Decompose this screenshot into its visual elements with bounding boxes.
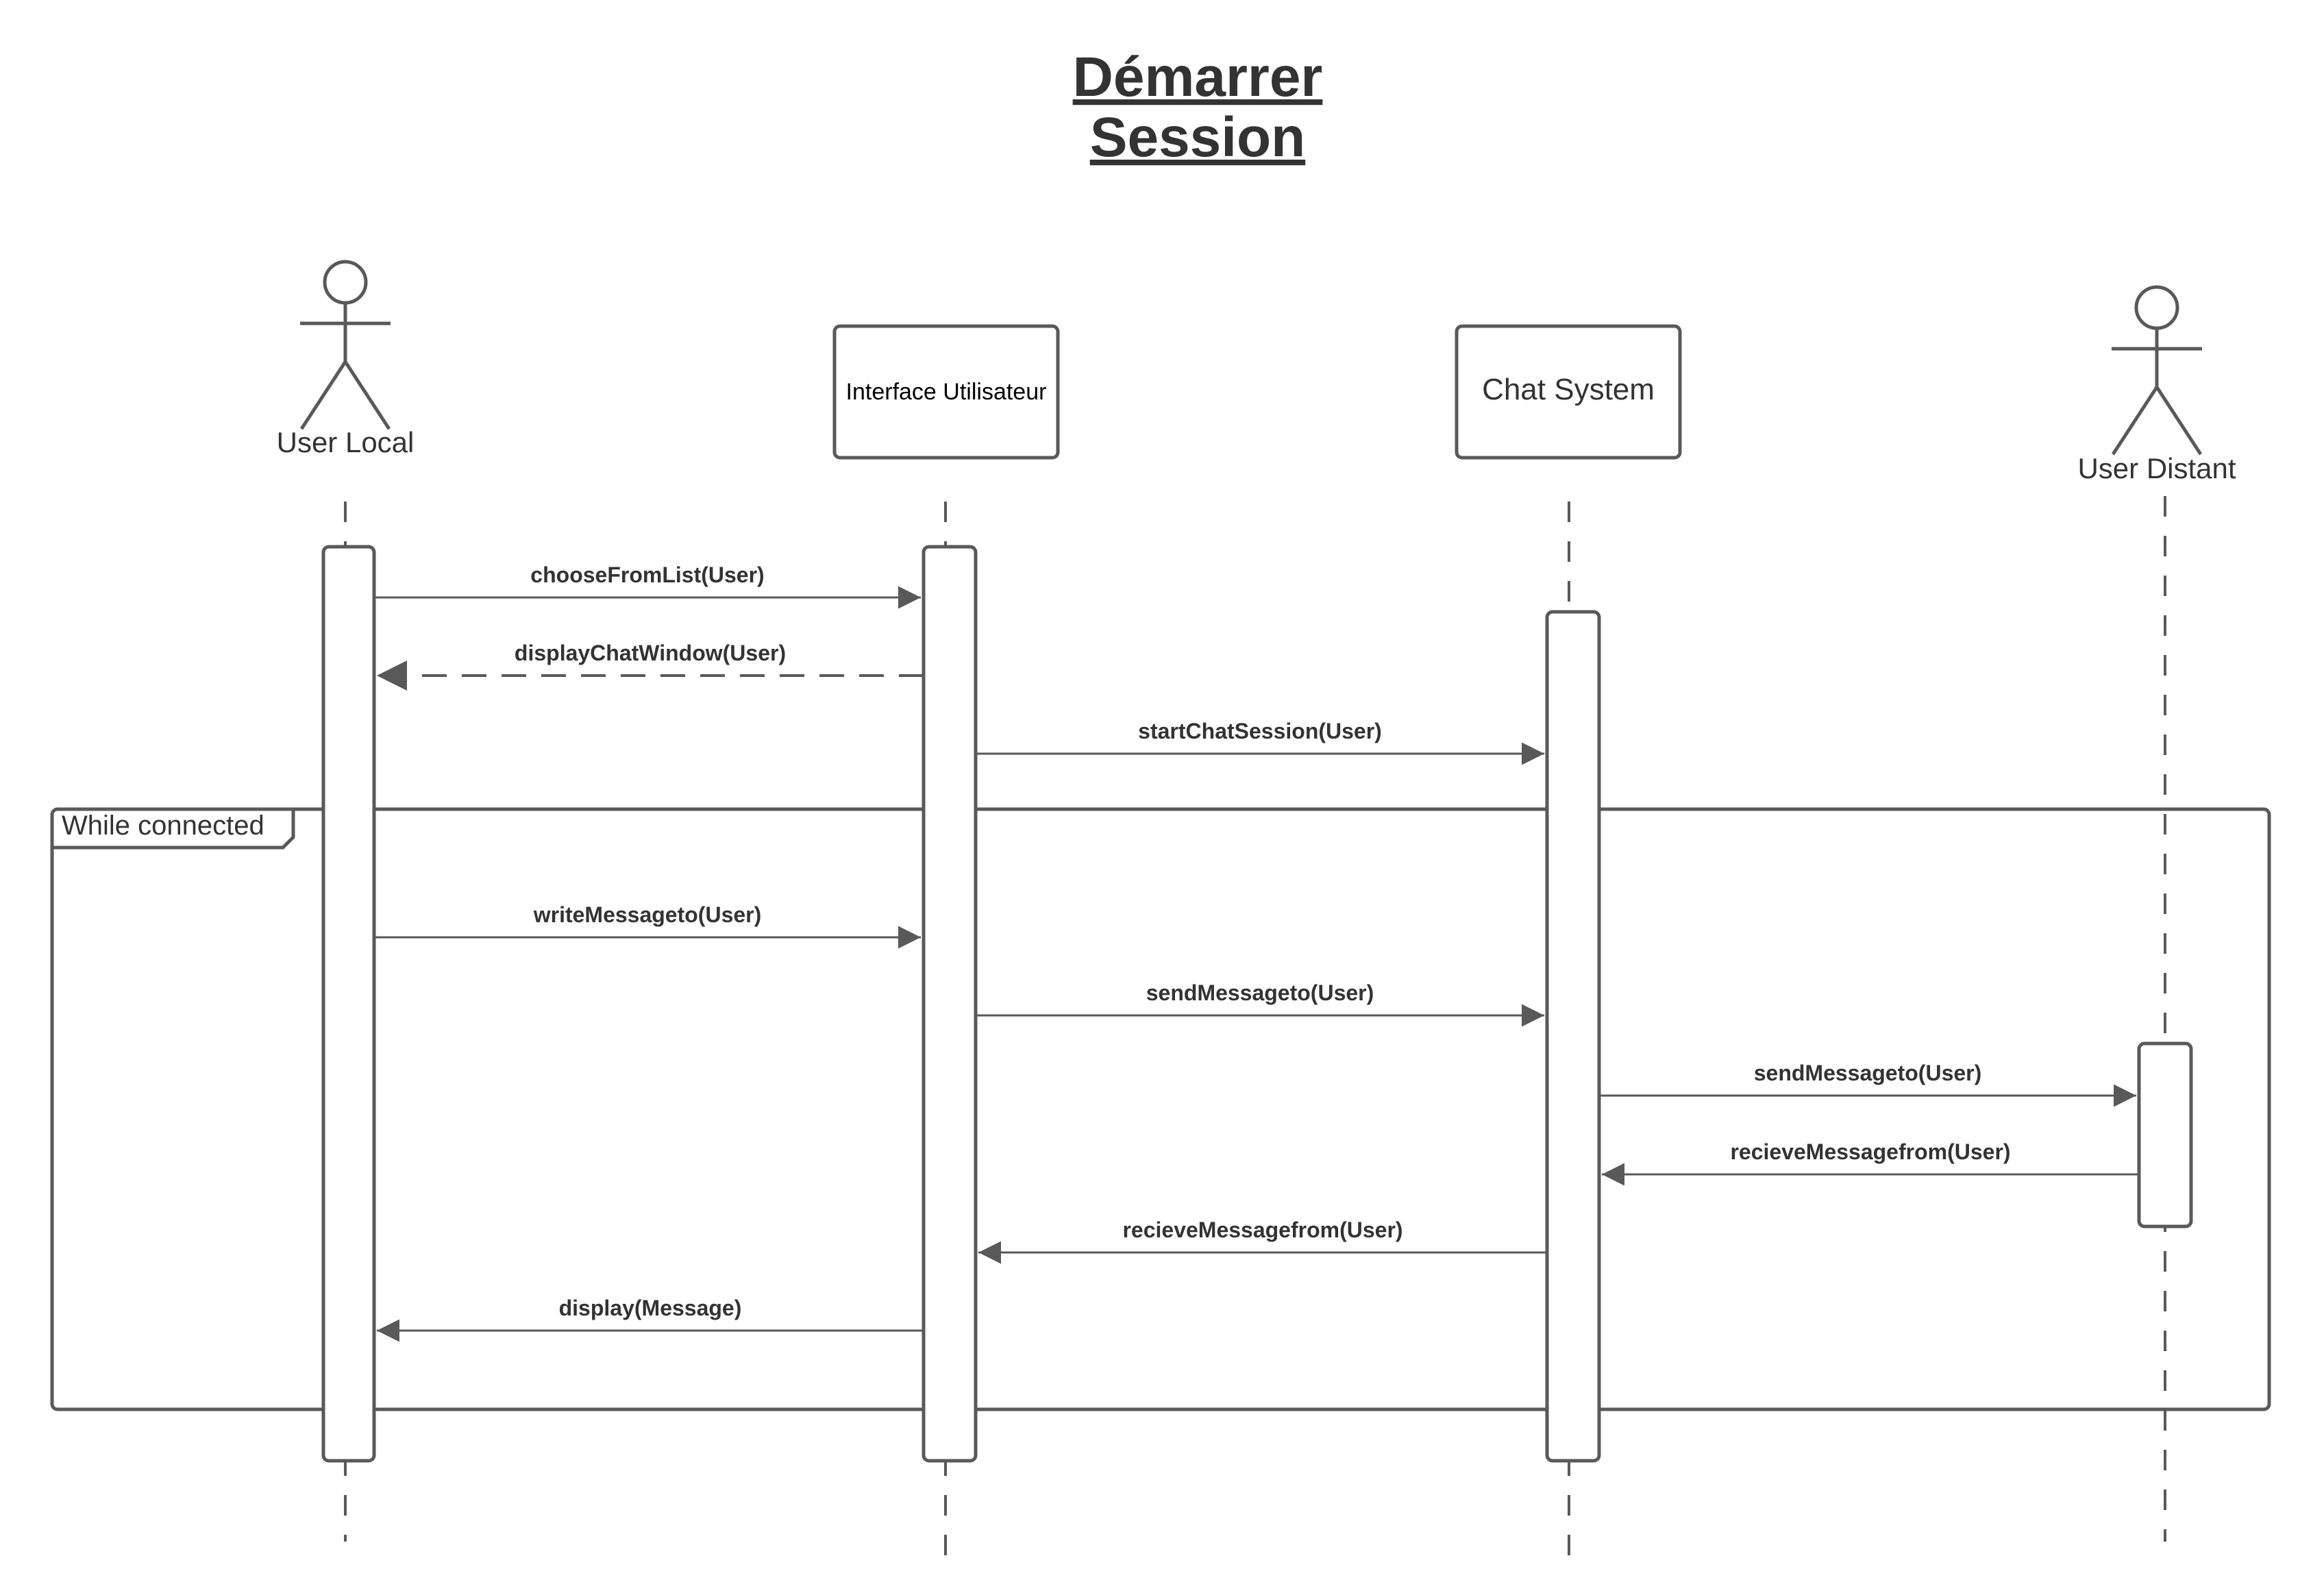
activation-chat-system [1545,610,1601,1463]
diagram-title-line1: Démarrer [1073,46,1323,108]
loop-frame-label: While connected [62,811,264,841]
message-label: sendMessageto(User) [1146,980,1374,1005]
actor-user-local: User Local [277,260,415,458]
message-label: displayChatWindow(User) [515,641,786,665]
message-label: chooseFromList(User) [530,563,764,587]
message-label: startChatSession(User) [1138,719,1382,743]
actor-label-user-local: User Local [277,426,415,458]
participant-label-chat-system: Chat System [1482,373,1655,406]
message-label: display(Message) [559,1296,742,1320]
messages: chooseFromList(User) displayChatWindow(Us… [374,563,2139,1342]
actor-label-user-distant: User Distant [2077,452,2236,484]
activation-user-local [321,545,376,1463]
stick-figure-icon [2111,285,2203,456]
activation-user-distant [2137,1041,2193,1228]
participant-chat-system: Chat System [1455,324,1682,460]
loop-frame: While connected [50,807,2271,1411]
participant-label-interface: Interface Utilisateur [846,379,1047,405]
participant-interface: Interface Utilisateur [832,324,1060,460]
message-label: writeMessageto(User) [533,902,762,927]
activation-interface [922,545,978,1463]
message-label: recieveMessagefrom(User) [1122,1218,1402,1242]
diagram-title-line2: Session [1090,106,1305,169]
message-label: recieveMessagefrom(User) [1730,1139,2010,1164]
stick-figure-icon [299,260,391,430]
message-label: sendMessageto(User) [1754,1061,1982,1085]
actor-user-distant: User Distant [2077,285,2236,484]
